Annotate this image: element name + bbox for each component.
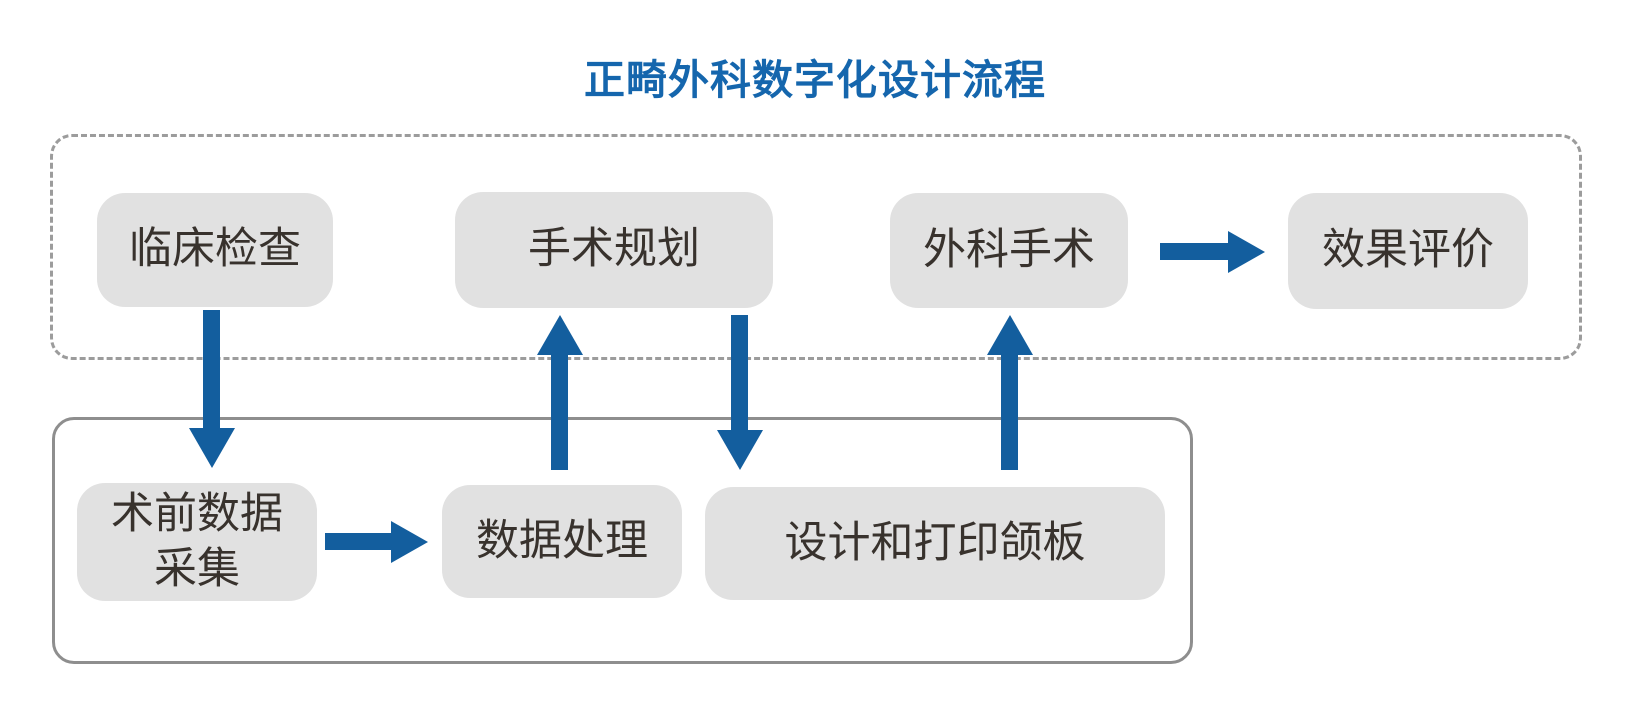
node-preop-data-collection: 术前数据 采集 bbox=[77, 483, 317, 601]
node-preop-data-collection-label: 术前数据 采集 bbox=[111, 487, 283, 597]
node-clinical-exam: 临床检查 bbox=[97, 193, 333, 307]
node-data-processing: 数据处理 bbox=[442, 485, 682, 598]
node-splint-design: 设计和打印颌板 bbox=[705, 487, 1165, 600]
node-surgical-planning-label: 手术规划 bbox=[528, 225, 700, 274]
node-outcome-evaluation-label: 效果评价 bbox=[1322, 226, 1494, 275]
node-outcome-evaluation: 效果评价 bbox=[1288, 193, 1528, 309]
node-splint-design-label: 设计和打印颌板 bbox=[784, 518, 1086, 567]
node-clinical-exam-label: 临床检查 bbox=[129, 225, 301, 274]
node-preop-data-line1: 术前数据 bbox=[111, 489, 283, 538]
node-surgery: 外科手术 bbox=[890, 193, 1128, 308]
node-surgery-label: 外科手术 bbox=[923, 225, 1095, 274]
node-surgical-planning: 手术规划 bbox=[455, 192, 773, 308]
node-preop-data-line2: 采集 bbox=[154, 545, 240, 593]
diagram-title: 正畸外科数字化设计流程 bbox=[584, 57, 1046, 103]
digital-design-group bbox=[52, 417, 1193, 664]
clinical-workflow-group bbox=[50, 134, 1582, 360]
node-data-processing-label: 数据处理 bbox=[476, 516, 648, 565]
